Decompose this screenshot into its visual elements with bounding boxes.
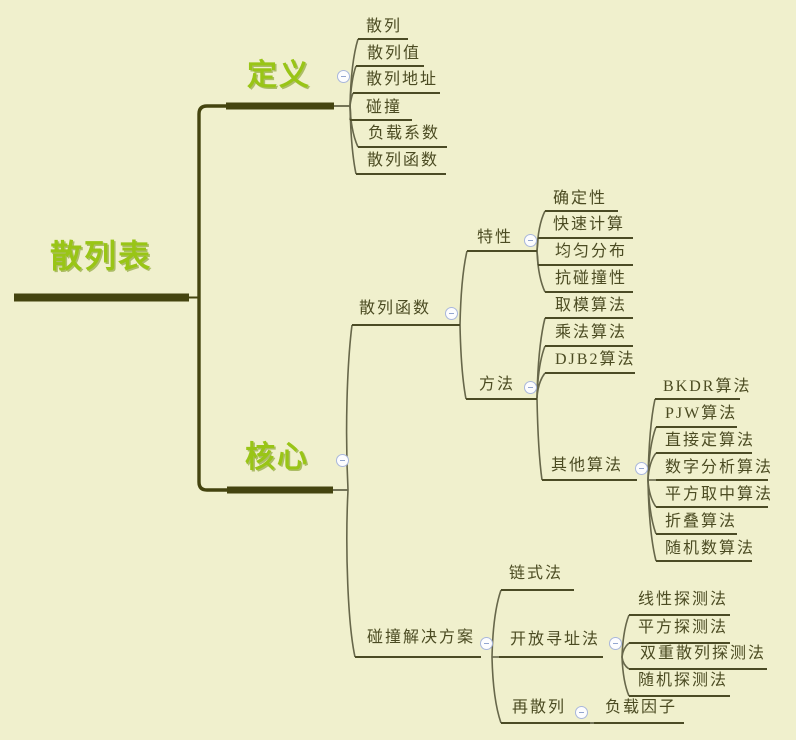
node-label-linear-probing[interactable]: 线性探测法 (638, 591, 729, 608)
node-label-hash[interactable]: 散列 (366, 18, 403, 35)
minus-icon (341, 76, 346, 77)
node-label-definition[interactable]: 定义 (247, 59, 311, 92)
node-label-folding-algorithm[interactable]: 折叠算法 (665, 513, 738, 530)
node-label-open-addressing[interactable]: 开放寻址法 (510, 631, 601, 648)
minus-icon (528, 387, 533, 388)
minus-icon (340, 460, 345, 461)
node-label-random-probing[interactable]: 随机探测法 (638, 672, 729, 689)
collapse-button-collision-resolution[interactable] (480, 637, 493, 650)
node-label-modulo-algorithm[interactable]: 取模算法 (555, 297, 628, 314)
node-label-load-factor[interactable]: 负载因子 (605, 699, 678, 716)
collapse-button-definition[interactable] (337, 70, 350, 83)
node-label-random-number-algorithm[interactable]: 随机数算法 (665, 540, 756, 557)
node-label-collision-resistance[interactable]: 抗碰撞性 (555, 270, 628, 287)
node-label-characteristics[interactable]: 特性 (477, 229, 514, 246)
minus-icon (579, 712, 584, 713)
node-label-hash-address[interactable]: 散列地址 (366, 71, 439, 88)
node-label-hash-value[interactable]: 散列值 (367, 45, 422, 62)
node-label-digit-analysis-algorithm[interactable]: 数字分析算法 (665, 459, 774, 476)
node-label-fast-computation[interactable]: 快速计算 (553, 216, 626, 233)
node-label-mid-square-algorithm[interactable]: 平方取中算法 (665, 486, 774, 503)
minus-icon (449, 313, 454, 314)
node-label-load-coefficient[interactable]: 负载系数 (368, 125, 441, 142)
node-label-determinism[interactable]: 确定性 (553, 190, 608, 207)
node-label-collision[interactable]: 碰撞 (366, 99, 403, 116)
node-label-core[interactable]: 核心 (245, 441, 309, 474)
node-label-hash-function[interactable]: 散列函数 (359, 300, 432, 317)
node-label-rehashing[interactable]: 再散列 (512, 699, 567, 716)
node-label-double-hashing-probing[interactable]: 双重散列探测法 (640, 645, 767, 662)
collapse-button-rehashing[interactable] (575, 706, 588, 719)
minus-icon (528, 240, 533, 241)
minus-icon (484, 643, 489, 644)
node-label-quadratic-probing[interactable]: 平方探测法 (638, 619, 729, 636)
node-label-other-algorithms[interactable]: 其他算法 (551, 457, 624, 474)
node-label-djb2-algorithm[interactable]: DJB2算法 (555, 351, 636, 368)
collapse-button-characteristics[interactable] (524, 234, 537, 247)
node-label-root[interactable]: 散列表 (50, 238, 153, 274)
node-label-collision-resolution[interactable]: 碰撞解决方案 (367, 629, 476, 646)
collapse-button-other-algorithms[interactable] (635, 462, 648, 475)
node-label-hash-function-leaf[interactable]: 散列函数 (367, 152, 440, 169)
node-label-direct-algorithm[interactable]: 直接定算法 (665, 432, 756, 449)
node-label-methods[interactable]: 方法 (479, 376, 516, 393)
collapse-button-core[interactable] (336, 454, 349, 467)
node-label-pjw-algorithm[interactable]: PJW算法 (665, 405, 738, 422)
node-label-chaining[interactable]: 链式法 (509, 565, 564, 582)
node-label-uniform-distribution[interactable]: 均匀分布 (555, 243, 628, 260)
minus-icon (613, 643, 618, 644)
collapse-button-methods[interactable] (524, 381, 537, 394)
minus-icon (639, 468, 644, 469)
node-label-multiplication-algorithm[interactable]: 乘法算法 (555, 324, 628, 341)
node-label-bkdr-algorithm[interactable]: BKDR算法 (663, 378, 752, 395)
collapse-button-open-addressing[interactable] (609, 637, 622, 650)
collapse-button-hash-function[interactable] (445, 307, 458, 320)
